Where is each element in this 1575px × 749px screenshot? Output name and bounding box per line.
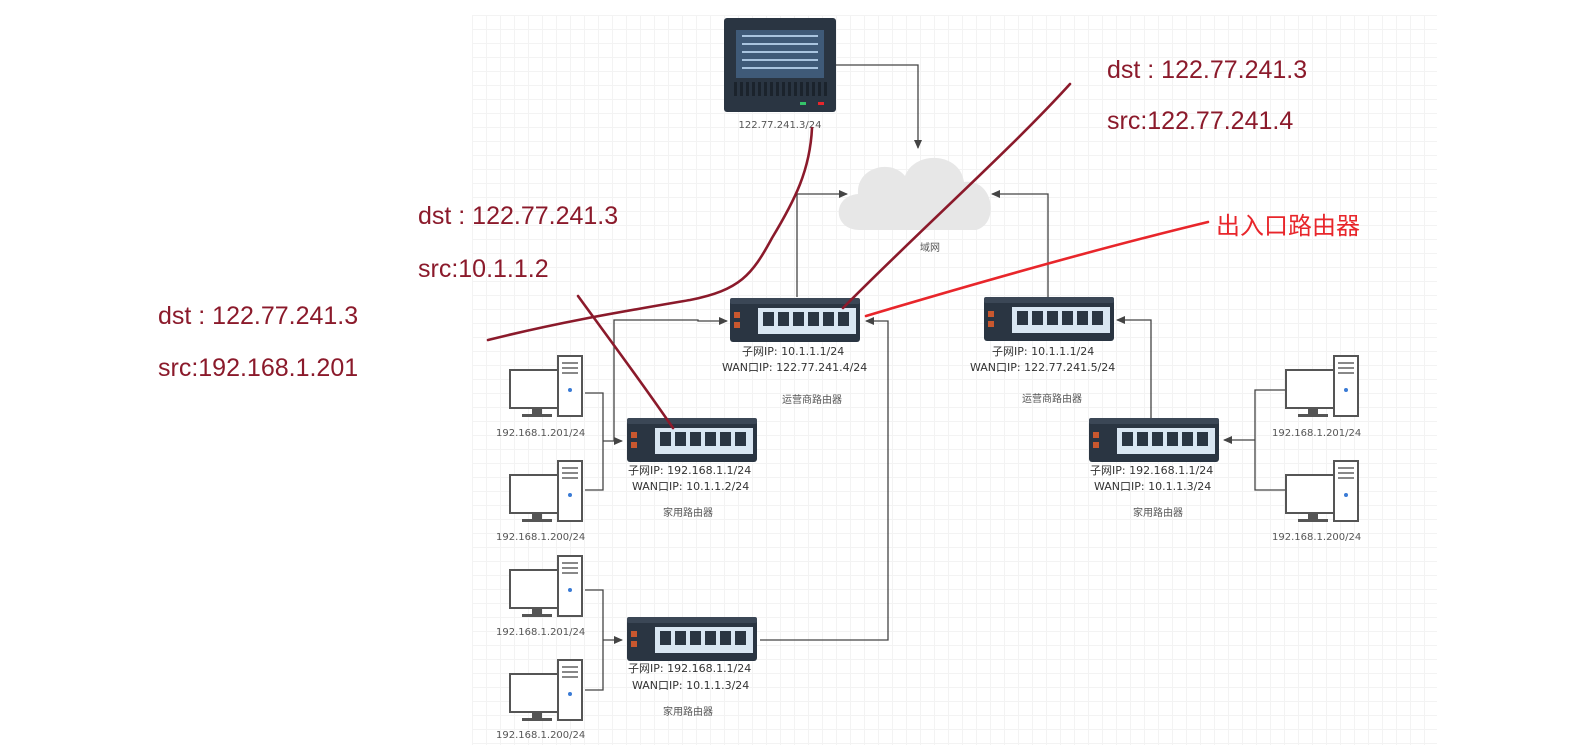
stroke-topright-to-isp	[841, 82, 1072, 310]
annotation-middle-src: src:10.1.1.2	[418, 255, 549, 283]
pc-left2-b: 192.168.1.200/24	[496, 659, 585, 741]
router-home-left2-wan: WAN口IP: 10.1.1.3/24	[632, 679, 749, 692]
pc-left1-b: 192.168.1.200/24	[496, 460, 585, 543]
stroke-server-to-left	[486, 126, 814, 342]
stroke-gateway-to-isp	[864, 220, 1210, 318]
pc-right-b-ip: 192.168.1.200/24	[1272, 532, 1361, 543]
server-ip-label: 122.77.241.3/24	[739, 120, 822, 131]
pc-icon	[509, 355, 583, 418]
router-home-right-icon	[1089, 418, 1219, 462]
router-isp-left-wan: WAN口IP: 122.77.241.4/24	[722, 361, 867, 374]
wire-pc-l1b	[585, 441, 604, 491]
wire-pc-ra	[1254, 389, 1286, 440]
pc-icon	[1285, 460, 1359, 523]
router-isp-left: 子网IP: 10.1.1.1/24 WAN口IP: 122.77.241.4/2…	[722, 298, 867, 406]
router-isp-left-name: 运营商路由器	[782, 393, 842, 406]
router-home-left1-icon	[627, 418, 757, 462]
router-home-left2-icon	[627, 617, 757, 661]
annotation-left-dst: dst : 122.77.241.3	[158, 302, 358, 330]
pc-left2-a-ip: 192.168.1.201/24	[496, 627, 585, 638]
router-home-right: 子网IP: 192.168.1.1/24 WAN口IP: 10.1.1.3/24…	[1089, 418, 1219, 519]
router-isp-right-name: 运营商路由器	[1022, 392, 1082, 405]
router-isp-right-icon	[984, 297, 1114, 341]
router-home-right-wan: WAN口IP: 10.1.1.3/24	[1094, 480, 1211, 493]
pc-left1-a-ip: 192.168.1.201/24	[496, 428, 585, 439]
cloud-icon	[838, 157, 991, 230]
pc-icon	[1285, 355, 1359, 418]
pc-icon	[509, 460, 583, 523]
wire-pc-l2a	[585, 589, 604, 640]
pc-left1-a: 192.168.1.201/24	[496, 355, 585, 439]
annotation-gateway-router: 出入口路由器	[1216, 212, 1360, 240]
wire-server-cloud	[835, 64, 922, 149]
router-home-left2: 子网IP: 192.168.1.1/24 WAN口IP: 10.1.1.3/24…	[627, 617, 757, 718]
wire-pc-l1a	[585, 392, 604, 441]
pc-icon	[509, 659, 583, 722]
wire-isp-right-cloud	[991, 190, 1049, 297]
annotation-left-src: src:192.168.1.201	[158, 354, 358, 382]
wire-home-right-isp	[1116, 316, 1152, 418]
router-isp-left-icon	[730, 298, 860, 342]
router-home-left2-subnet: 子网IP: 192.168.1.1/24	[628, 662, 751, 675]
stroke-middle-to-home	[576, 294, 675, 430]
wire-pc-rb	[1254, 440, 1286, 491]
pc-left2-b-ip: 192.168.1.200/24	[496, 730, 585, 741]
router-home-left1-name: 家用路由器	[663, 506, 713, 519]
router-home-left1-subnet: 子网IP: 192.168.1.1/24	[628, 464, 751, 477]
annotation-top-right-src: src:122.77.241.4	[1107, 107, 1293, 135]
annotation-strokes	[486, 82, 1210, 430]
server	[724, 18, 836, 112]
annotation-middle: dst : 122.77.241.3 src:10.1.1.2	[418, 202, 618, 283]
router-home-left2-name: 家用路由器	[663, 705, 713, 718]
pc-right-a-ip: 192.168.1.201/24	[1272, 428, 1361, 439]
cloud-label: 域网	[920, 241, 940, 254]
wire-home-left2-isp	[760, 317, 889, 641]
annotation-top-right-dst: dst : 122.77.241.3	[1107, 56, 1307, 84]
annotation-top-right: dst : 122.77.241.3 src:122.77.241.4	[1107, 56, 1307, 135]
router-home-right-name: 家用路由器	[1133, 506, 1183, 519]
annotation-left: dst : 122.77.241.3 src:192.168.1.201	[158, 302, 358, 382]
router-isp-left-subnet: 子网IP: 10.1.1.1/24	[742, 345, 844, 358]
router-isp-right-wan: WAN口IP: 122.77.241.5/24	[970, 361, 1115, 374]
pc-left2-a: 192.168.1.201/24	[496, 555, 585, 638]
pc-left1-b-ip: 192.168.1.200/24	[496, 532, 585, 543]
router-home-right-subnet: 子网IP: 192.168.1.1/24	[1090, 464, 1213, 477]
pc-right-b: 192.168.1.200/24	[1272, 460, 1361, 543]
pc-right-a: 192.168.1.201/24	[1272, 355, 1361, 439]
wire-home-left1-isp	[613, 317, 728, 441]
pc-icon	[509, 555, 583, 618]
annotation-middle-dst: dst : 122.77.241.3	[418, 202, 618, 230]
wire-pc-l2b	[585, 640, 604, 691]
router-isp-right-subnet: 子网IP: 10.1.1.1/24	[992, 345, 1094, 358]
wires	[585, 64, 1286, 691]
router-home-left1: 子网IP: 192.168.1.1/24 WAN口IP: 10.1.1.2/24…	[627, 418, 757, 519]
router-home-left1-wan: WAN口IP: 10.1.1.2/24	[632, 480, 749, 493]
router-isp-right: 子网IP: 10.1.1.1/24 WAN口IP: 122.77.241.5/2…	[970, 297, 1115, 405]
